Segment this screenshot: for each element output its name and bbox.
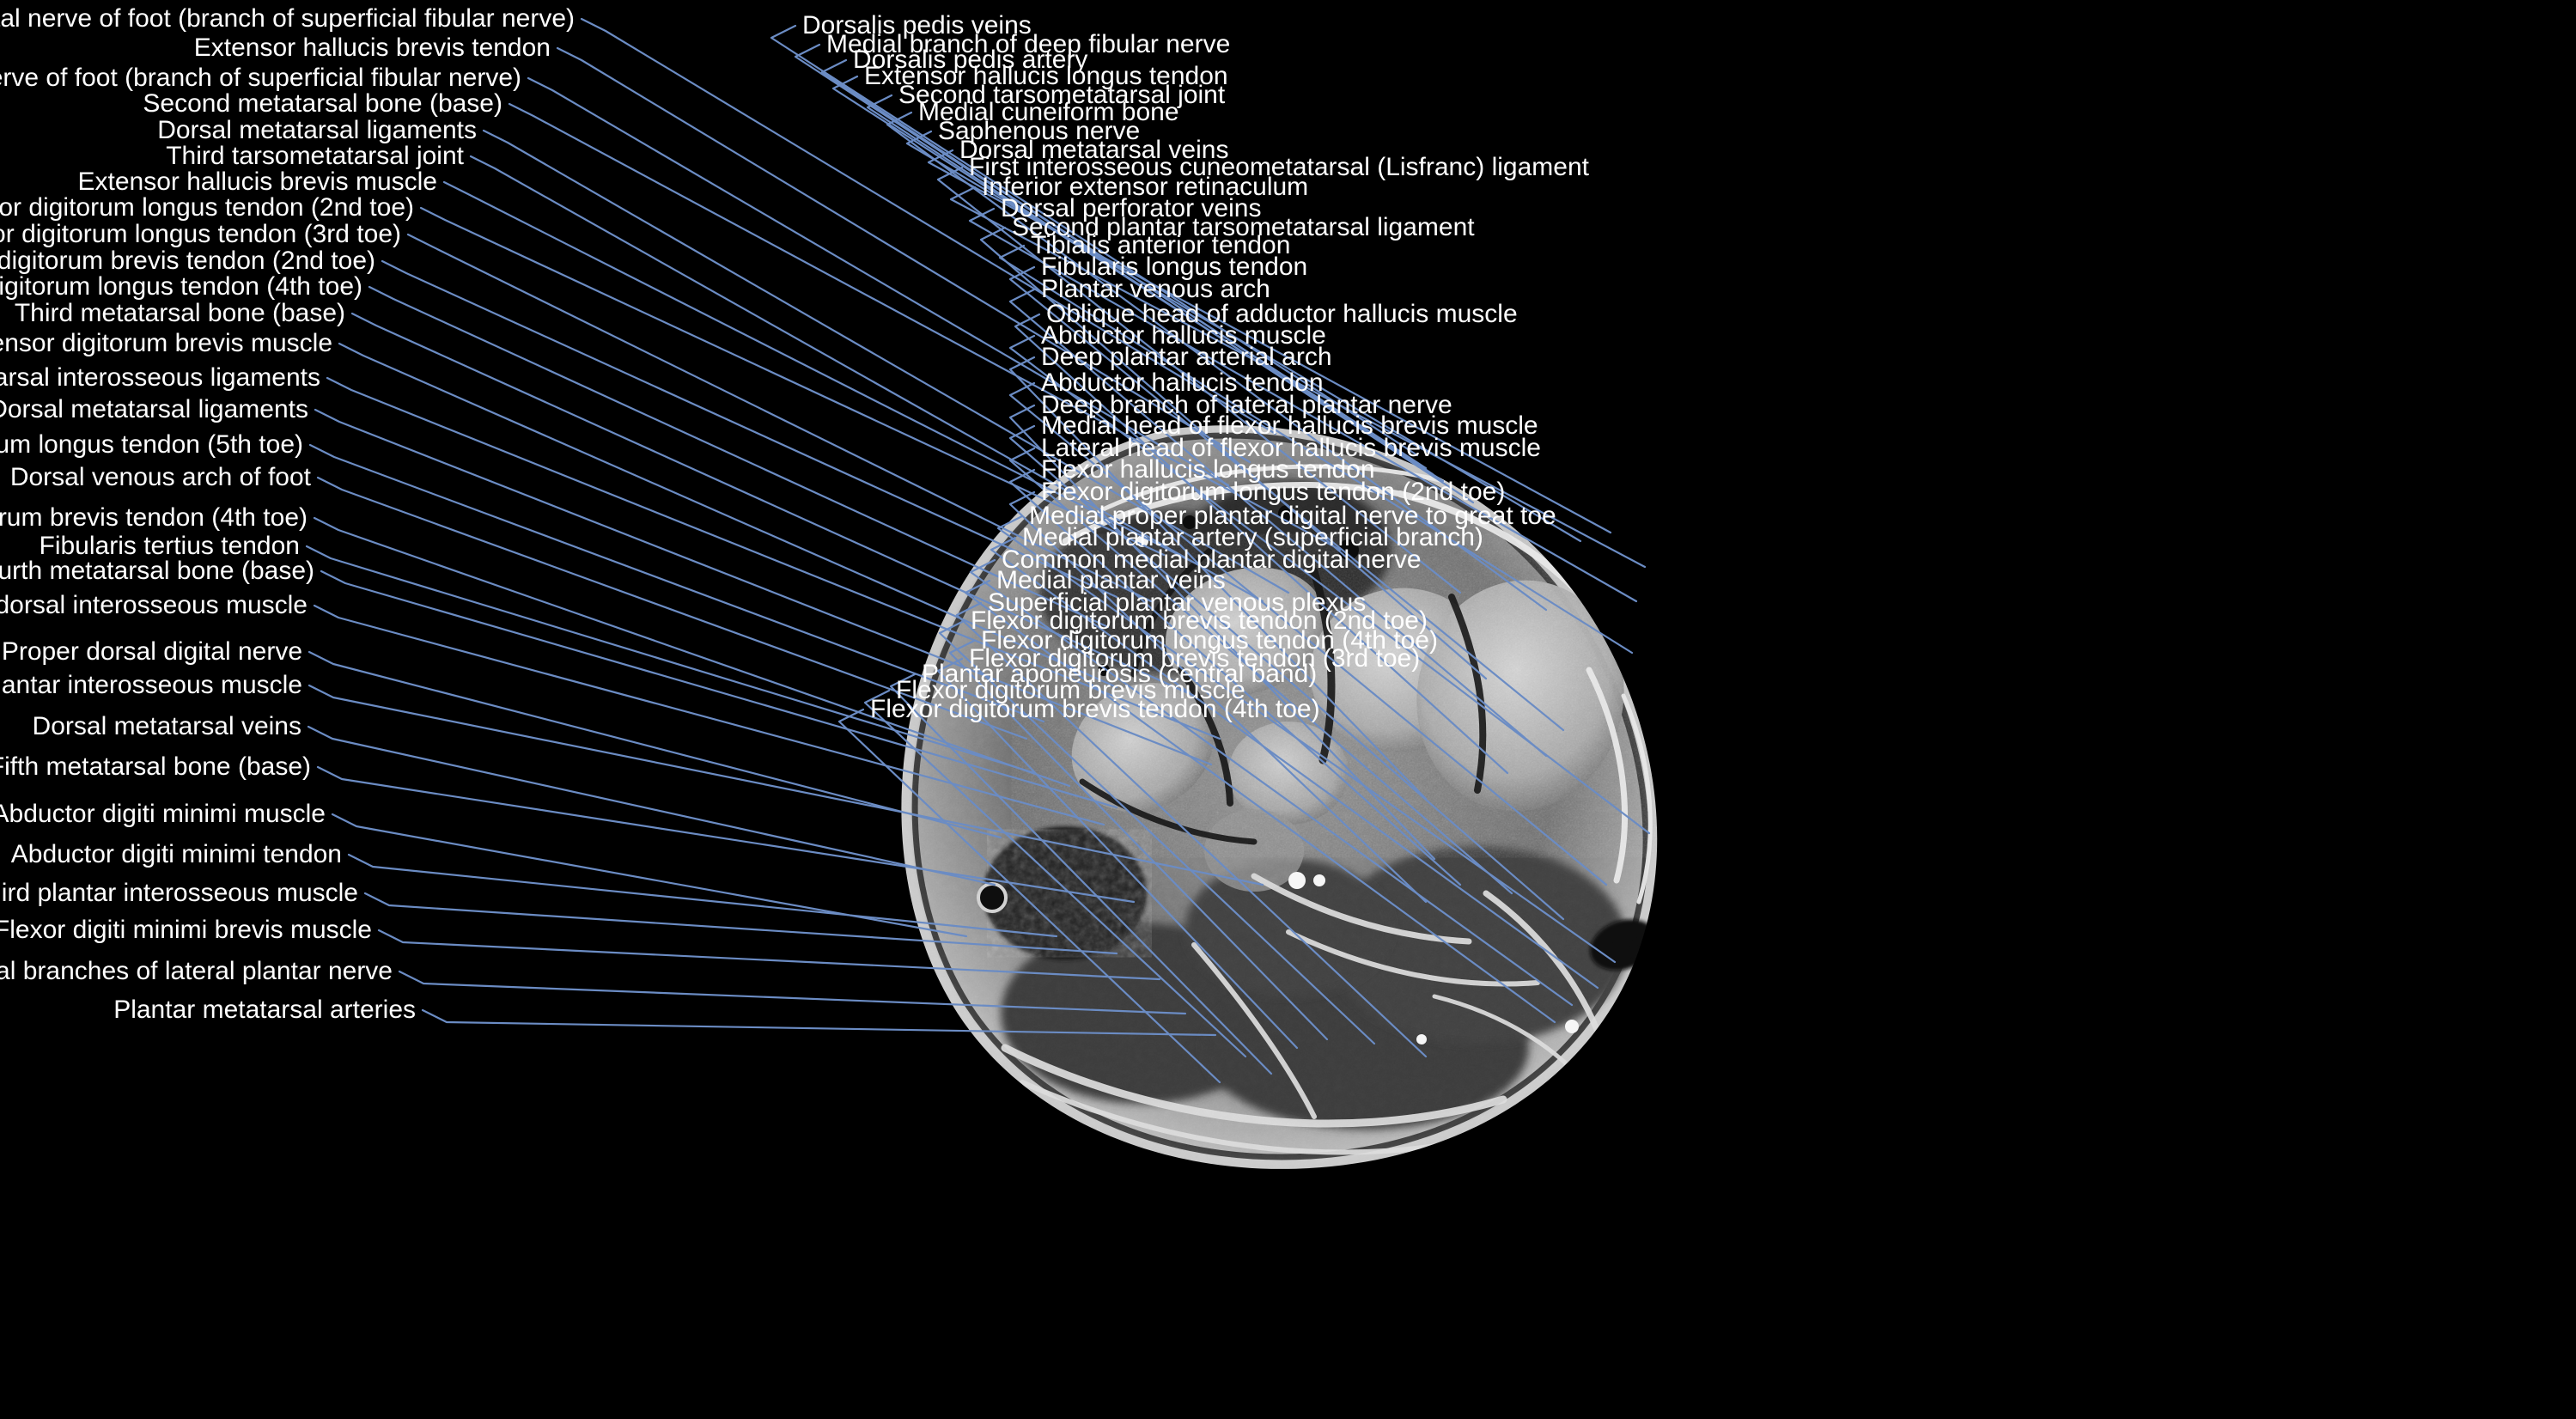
label-third-plantar-interosseous-muscle: Third plantar interosseous muscle: [0, 879, 358, 907]
label-dorsalis-pedis-artery: Dorsalis pedis artery: [853, 46, 1088, 74]
label-extensor-hallucis-longus-tendon: Extensor hallucis longus tendon: [864, 62, 1228, 90]
label-extensor-hallucis-brevis-muscle: Extensor hallucis brevis muscle: [77, 167, 438, 196]
label-medial-cuneiform-bone: Medial cuneiform bone: [918, 98, 1179, 126]
label-dorsal-metatarsal-veins: Dorsal metatarsal veins: [32, 712, 301, 740]
label-third-metatarsal-bone-base: Third metatarsal bone (base): [14, 299, 345, 327]
label-flexor-hallucis-longus-tendon: Flexor hallucis longus tendon: [1041, 455, 1375, 484]
label-extensor-digitorum-brevis-muscle: Extensor digitorum brevis muscle: [0, 329, 332, 357]
label-plantar-aponeurosis-central-band: Plantar aponeurosis (central band): [922, 660, 1318, 688]
label-medial-branch-of-deep-fibular-nerve: Medial branch of deep fibular nerve: [826, 30, 1231, 58]
label-second-plantar-tarsometatarsal-ligament: Second plantar tarsometatarsal ligament: [1012, 213, 1475, 241]
label-dorsal-digital-nerve-of-foot-branch-of-superficial-fibular-n: Dorsal digital nerve of foot (branch of …: [0, 64, 521, 92]
label-plantar-metatarsal-arteries: Plantar metatarsal arteries: [113, 996, 416, 1024]
label-tibialis-anterior-tendon: Tibialis anterior tendon: [1031, 231, 1291, 259]
label-fibularis-tertius-tendon: Fibularis tertius tendon: [39, 532, 301, 560]
label-extensor-digitorum-longus-tendon-4th-toe: Extensor digitorum longus tendon (4th to…: [0, 272, 362, 301]
label-flexor-digitorum-brevis-tendon-4th-toe: Flexor digitorum brevis tendon (4th toe): [870, 695, 1320, 723]
label-dorsal-metatarsal-ligaments: Dorsal metatarsal ligaments: [157, 116, 477, 144]
label-medial-plantar-veins: Medial plantar veins: [996, 566, 1226, 594]
label-fibularis-longus-tendon: Fibularis longus tendon: [1041, 253, 1308, 281]
label-fourth-metatarsal-bone-base: Fourth metatarsal bone (base): [0, 557, 314, 585]
label-second-plantar-interosseous-muscle: Second plantar interosseous muscle: [0, 671, 302, 699]
label-common-plantar-digital-branches-of-lateral-plantar-nerve: Common plantar digital branches of later…: [0, 957, 393, 985]
label-medial-head-of-flexor-hallucis-brevis-muscle: Medial head of flexor hallucis brevis mu…: [1041, 411, 1538, 440]
label-lateral-head-of-flexor-hallucis-brevis-muscle: Lateral head of flexor hallucis brevis m…: [1041, 434, 1541, 462]
label-abductor-digiti-minimi-muscle: Abductor digiti minimi muscle: [0, 800, 326, 828]
label-dorsalis-pedis-veins: Dorsalis pedis veins: [802, 11, 1032, 40]
label-second-tarsometatarsal-joint: Second tarsometatarsal joint: [898, 81, 1226, 109]
label-dorsal-venous-arch-of-foot: Dorsal venous arch of foot: [9, 463, 311, 491]
label-extensor-digitorum-brevis-tendon-2nd-toe: Extensor digitorum brevis tendon (2nd to…: [0, 247, 375, 275]
label-metatarsal-interosseous-ligaments: Metatarsal interosseous ligaments: [0, 363, 320, 392]
label-deep-branch-of-lateral-plantar-nerve: Deep branch of lateral plantar nerve: [1041, 391, 1452, 419]
label-deep-plantar-arterial-arch: Deep plantar arterial arch: [1041, 343, 1332, 371]
label-extensor-digitorum-longus-tendon-5th-toe: Extensor digitorum longus tendon (5th to…: [0, 430, 303, 459]
label-proper-dorsal-digital-nerve: Proper dorsal digital nerve: [1, 637, 302, 666]
label-oblique-head-of-adductor-hallucis-muscle: Oblique head of adductor hallucis muscle: [1046, 300, 1518, 328]
label-flexor-digitorum-longus-tendon-4th-toe: Flexor digitorum longus tendon (4th toe): [981, 626, 1438, 655]
label-flexor-digitorum-longus-tendon-2nd-toe: Flexor digitorum longus tendon (2nd toe): [1041, 478, 1506, 506]
label-dorsal-metatarsal-veins: Dorsal metatarsal veins: [959, 136, 1229, 164]
label-medial-proper-plantar-digital-nerve-to-great-toe: Medial proper plantar digital nerve to g…: [1029, 502, 1556, 530]
label-flexor-digitorum-brevis-muscle: Flexor digitorum brevis muscle: [896, 676, 1245, 704]
label-common-medial-plantar-digital-nerve: Common medial plantar digital nerve: [1002, 545, 1422, 574]
label-superficial-plantar-venous-plexus: Superficial plantar venous plexus: [988, 588, 1367, 617]
label-flexor-digiti-minimi-brevis-muscle: Flexor digiti minimi brevis muscle: [0, 916, 372, 944]
label-flexor-digitorum-brevis-tendon-2nd-toe: Flexor digitorum brevis tendon (2nd toe): [971, 606, 1428, 635]
label-extensor-digitorum-longus-tendon-2nd-toe: Extensor digitorum longus tendon (2nd to…: [0, 193, 414, 222]
label-extensor-digitorum-longus-tendon-3rd-toe: Extensor digitorum longus tendon (3rd to…: [0, 220, 401, 248]
label-dorsal-digital-nerve-of-foot-branch-of-superficial-fibular-n: Dorsal digital nerve of foot (branch of …: [0, 4, 575, 33]
label-inferior-extensor-retinaculum: Inferior extensor retinaculum: [982, 173, 1309, 201]
leader-line-abductor-digiti-minimi-muscle: [331, 813, 968, 938]
label-flexor-digitorum-brevis-tendon-3rd-toe: Flexor digitorum brevis tendon (3rd toe): [969, 644, 1421, 673]
label-dorsal-metatarsal-ligaments: Dorsal metatarsal ligaments: [0, 395, 308, 423]
label-fourth-dorsal-interosseous-muscle: Fourth dorsal interosseous muscle: [0, 591, 308, 619]
label-extensor-hallucis-brevis-tendon: Extensor hallucis brevis tendon: [193, 33, 551, 62]
label-extensor-digitorum-brevis-tendon-4th-toe: Extensor digitorum brevis tendon (4th to…: [0, 503, 308, 532]
label-dorsal-perforator-veins: Dorsal perforator veins: [1001, 194, 1262, 222]
label-second-metatarsal-bone-base: Second metatarsal bone (base): [143, 89, 502, 118]
label-abductor-digiti-minimi-tendon: Abductor digiti minimi tendon: [10, 840, 342, 868]
label-abductor-hallucis-tendon: Abductor hallucis tendon: [1041, 368, 1324, 397]
label-third-tarsometatarsal-joint: Third tarsometatarsal joint: [166, 142, 464, 170]
label-saphenous-nerve: Saphenous nerve: [938, 117, 1141, 145]
label-abductor-hallucis-muscle: Abductor hallucis muscle: [1041, 321, 1326, 350]
label-plantar-venous-arch: Plantar venous arch: [1041, 275, 1270, 303]
label-medial-plantar-artery-superficial-branch: Medial plantar artery (superficial branc…: [1022, 523, 1483, 551]
label-first-interosseous-cuneometatarsal-lisfranc-ligament: First interosseous cuneometatarsal (Lisf…: [969, 153, 1589, 181]
label-fifth-metatarsal-bone-base: Fifth metatarsal bone (base): [0, 752, 311, 781]
